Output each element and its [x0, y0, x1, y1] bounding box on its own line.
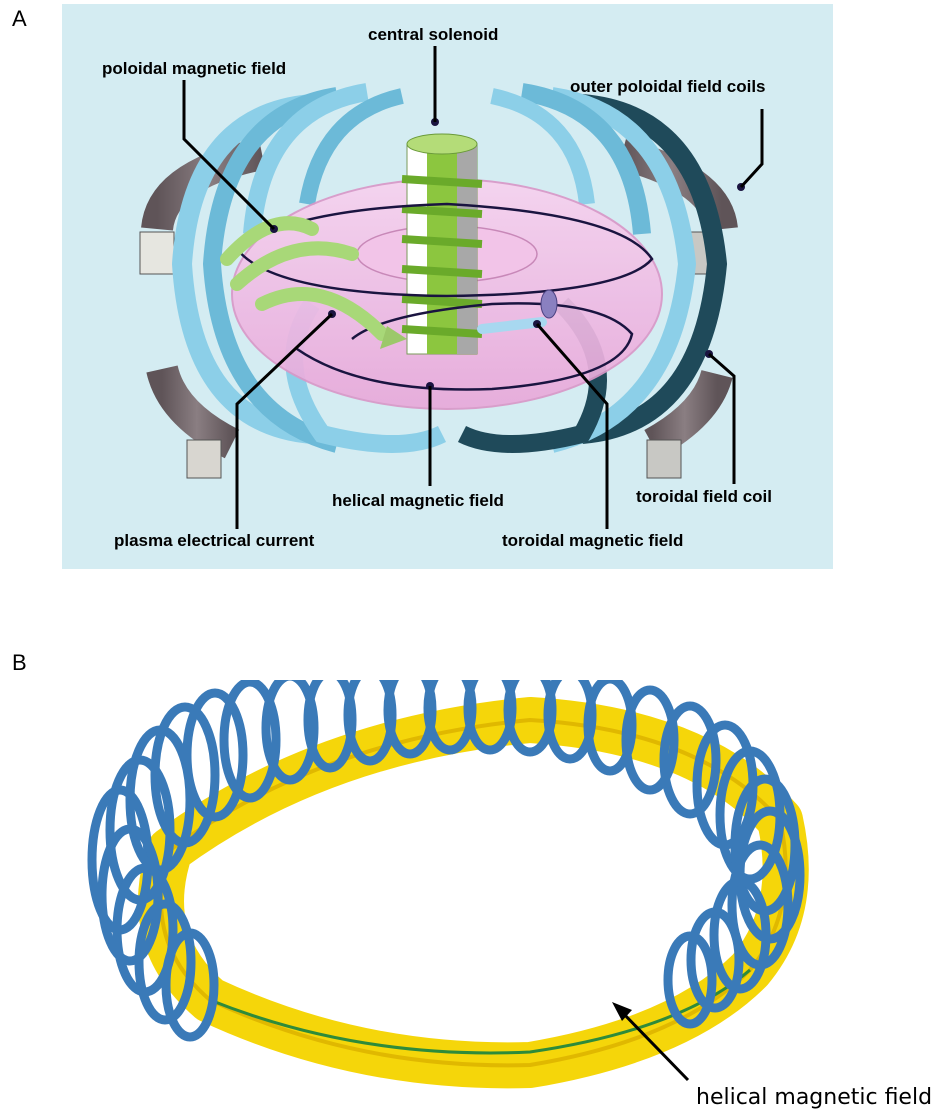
tokamak-diagram: central solenoid poloidal magnetic field…	[62, 4, 833, 569]
central-solenoid	[402, 134, 482, 354]
label-poloidal-magnetic-field: poloidal magnetic field	[102, 59, 286, 78]
label-plasma-electrical-current: plasma electrical current	[114, 531, 315, 550]
panel-b-letter: B	[12, 650, 27, 676]
tokamak-illustration: central solenoid poloidal magnetic field…	[62, 4, 833, 569]
stellarator-plasma	[161, 720, 786, 1065]
stellarator-illustration: helical magnetic field	[60, 680, 941, 1109]
stellarator-diagram: helical magnetic field	[60, 680, 941, 1109]
panel-a-letter: A	[12, 6, 27, 32]
label-outer-poloidal-field-coils: outer poloidal field coils	[570, 77, 766, 96]
label-toroidal-magnetic-field: toroidal magnetic field	[502, 531, 683, 550]
label-toroidal-field-coil: toroidal field coil	[636, 487, 772, 506]
label-helical-magnetic-field: helical magnetic field	[332, 491, 504, 510]
label-central-solenoid: central solenoid	[368, 25, 498, 44]
label-helical-magnetic-field-b: helical magnetic field	[696, 1085, 932, 1109]
